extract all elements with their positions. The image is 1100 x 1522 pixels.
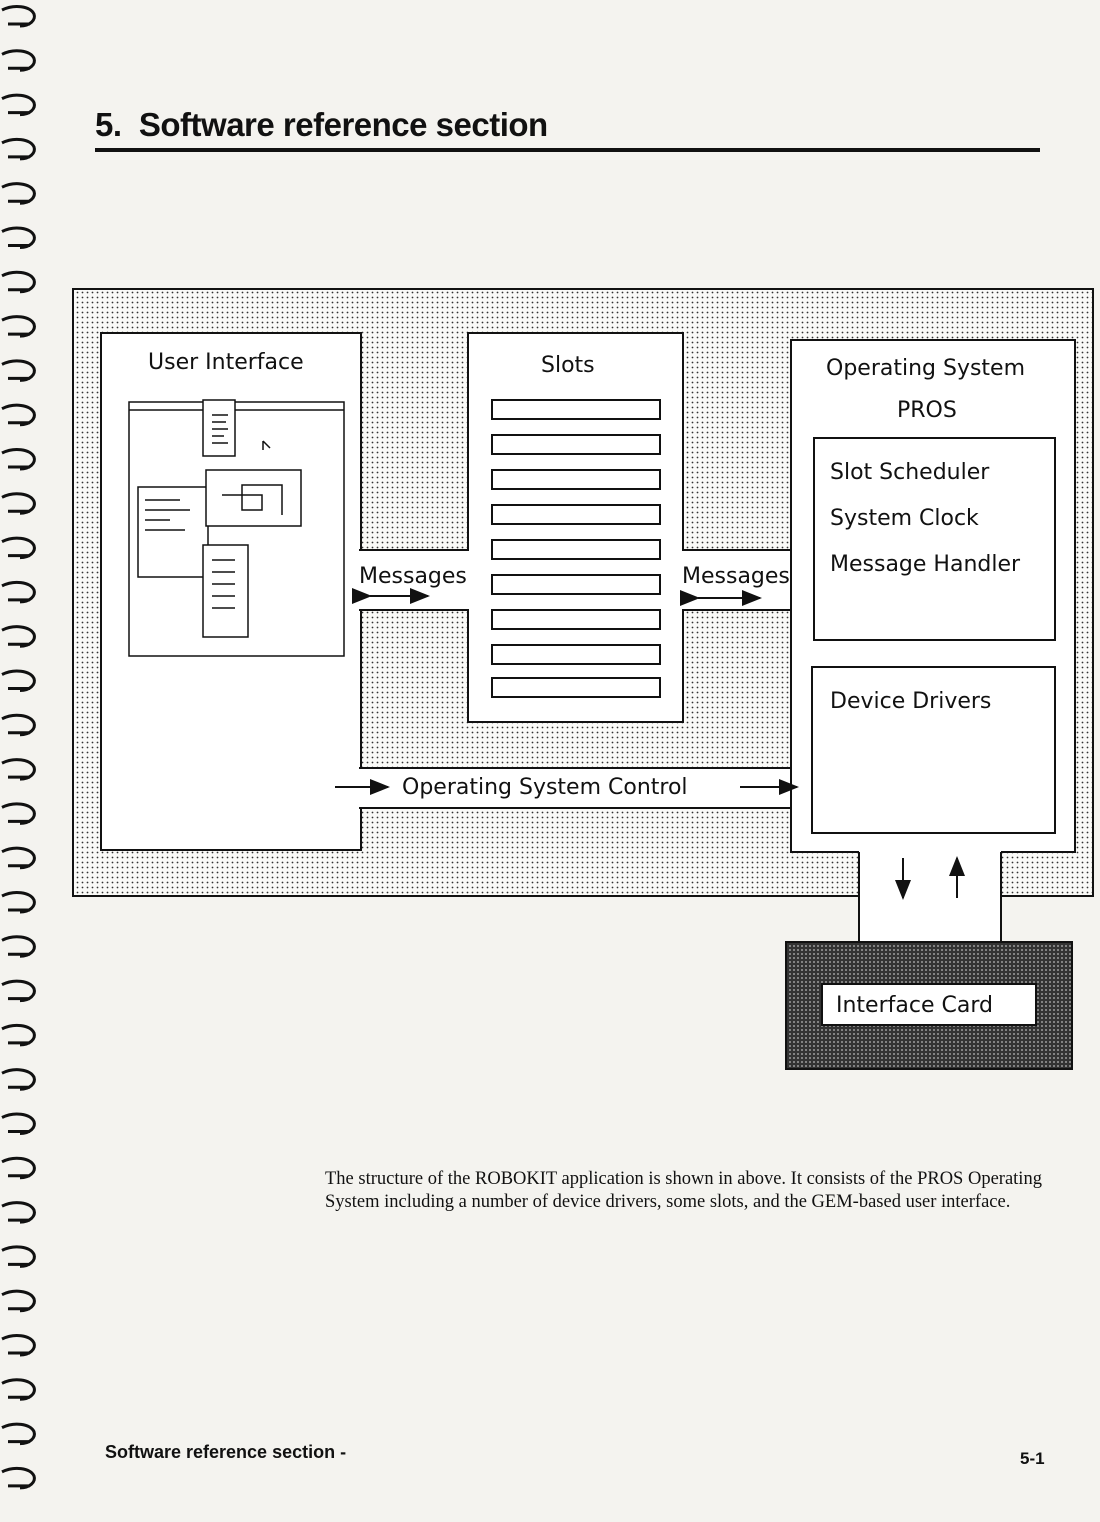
- binding-coil: [1, 1068, 36, 1091]
- binding-coil: [1, 891, 36, 914]
- gui-sketch: [128, 399, 345, 657]
- os-control-label: Operating System Control: [402, 775, 688, 800]
- binding-coil: [1, 1201, 36, 1224]
- binding-coil: [1, 1156, 36, 1180]
- binding-coil: [1, 5, 36, 28]
- binding-coil: [1, 802, 36, 825]
- footer-section-title: Software reference section -: [105, 1442, 347, 1462]
- binding-coil: [1, 270, 36, 294]
- slots-label: Slots: [541, 353, 595, 378]
- binding-coil: [1, 935, 36, 958]
- message-handler-label: Message Handler: [830, 552, 1021, 577]
- section-heading: 5. Software reference section: [95, 106, 548, 144]
- binding-coil: [1, 758, 36, 781]
- binding-coil: [1, 1422, 36, 1446]
- messages-left-label: Messages: [359, 564, 467, 589]
- slot-scheduler-label: Slot Scheduler: [830, 460, 990, 485]
- binding-coil: [1, 536, 36, 560]
- slot-bar: [491, 434, 661, 455]
- scheduler-box: [813, 437, 1056, 641]
- heading-underline: [95, 148, 1040, 152]
- binding-coil: [1, 979, 36, 1003]
- slot-bar: [491, 504, 661, 525]
- user-interface-label: User Interface: [148, 350, 304, 375]
- figure-caption: The structure of the ROBOKIT application…: [325, 1169, 1042, 1212]
- binding-coil: [1, 403, 36, 427]
- slot-bar: [491, 539, 661, 560]
- slot-bar: [491, 469, 661, 490]
- device-drivers-label: Device Drivers: [830, 689, 992, 714]
- operating-system-label: Operating System: [826, 356, 1026, 381]
- binding-coil: [1, 625, 36, 648]
- messages-right-label: Messages: [682, 564, 790, 589]
- message-arrows: [352, 588, 762, 606]
- binding-coil: [1, 669, 36, 692]
- spiral-binding: [1, 5, 36, 1490]
- binding-coil: [1, 315, 36, 338]
- system-clock-label: System Clock: [830, 506, 979, 531]
- page-number: 5-1: [1020, 1449, 1045, 1468]
- binding-coil: [1, 137, 36, 161]
- architecture-diagram: User Interface Slots Messages Messages O…: [72, 288, 1094, 1070]
- slot-bar: [491, 399, 661, 420]
- binding-coil: [1, 1466, 36, 1490]
- binding-coil: [1, 93, 36, 117]
- binding-coil: [1, 448, 36, 471]
- slot-bar: [491, 677, 661, 698]
- binding-coil: [1, 1334, 36, 1357]
- section-title: Software reference section: [138, 106, 548, 143]
- interface-card-label-box: [821, 983, 1037, 1026]
- binding-coil: [1, 1245, 36, 1268]
- binding-coil: [1, 580, 36, 604]
- binding-coil: [1, 713, 36, 737]
- binding-coil: [1, 49, 36, 72]
- binding-coil: [1, 226, 36, 249]
- slot-bar: [491, 574, 661, 595]
- binding-coil: [1, 492, 36, 515]
- binding-coil: [1, 1023, 36, 1047]
- binding-coil: [1, 1378, 36, 1401]
- section-number: 5.: [95, 106, 122, 143]
- io-arrows: [895, 856, 965, 900]
- os-control-corridor: [359, 768, 791, 808]
- slot-bar: [491, 644, 661, 665]
- device-drivers-box: [811, 666, 1056, 834]
- binding-coil: [1, 1112, 36, 1135]
- binding-coil: [1, 846, 36, 870]
- binding-coil: [1, 1289, 36, 1313]
- slot-bar: [491, 609, 661, 630]
- interface-card-label: Interface Card: [836, 993, 993, 1018]
- pros-label: PROS: [897, 398, 957, 423]
- binding-coil: [1, 359, 36, 382]
- binding-coil: [1, 182, 36, 205]
